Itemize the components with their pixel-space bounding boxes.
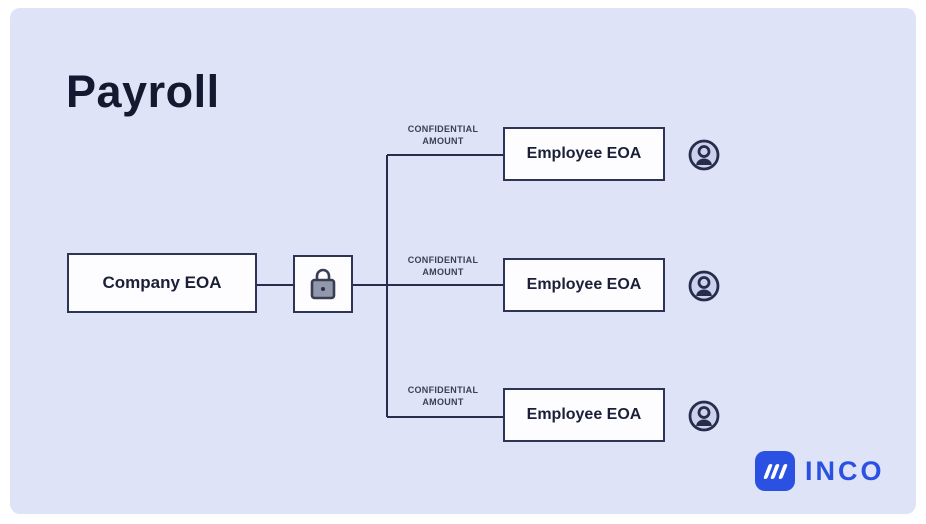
page-title: Payroll xyxy=(66,66,220,117)
employee-eoa-node: Employee EOA xyxy=(503,127,665,181)
employee-eoa-label: Employee EOA xyxy=(526,406,642,423)
edge-label-confidential-amount: CONFIDENTIAL AMOUNT xyxy=(407,124,479,146)
employee-eoa-label: Employee EOA xyxy=(526,145,642,162)
inco-wordmark: INCO xyxy=(805,455,885,486)
employee-eoa-node: Employee EOA xyxy=(503,388,665,442)
company-eoa-node: Company EOA xyxy=(67,253,257,313)
lock-icon xyxy=(310,268,336,300)
edge-label-confidential-amount: CONFIDENTIAL AMOUNT xyxy=(407,385,479,407)
company-eoa-label: Company EOA xyxy=(102,273,222,292)
inco-logo: INCO xyxy=(755,451,885,491)
encryption-lock-node xyxy=(293,255,353,313)
employee-eoa-node: Employee EOA xyxy=(503,258,665,312)
employee-eoa-label: Employee EOA xyxy=(526,276,642,293)
edge-label-confidential-amount: CONFIDENTIAL AMOUNT xyxy=(407,255,479,277)
inco-slashes-icon xyxy=(755,451,795,491)
user-icon xyxy=(688,270,720,302)
user-icon xyxy=(688,139,720,171)
user-icon xyxy=(688,400,720,432)
